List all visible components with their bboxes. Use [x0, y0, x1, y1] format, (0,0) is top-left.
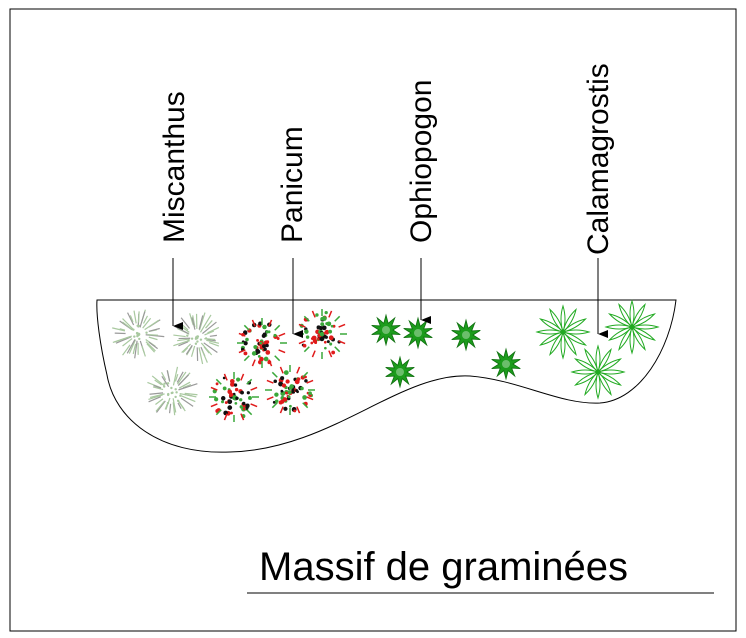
ophiopogon-plant — [403, 316, 433, 350]
drawing-frame — [9, 8, 737, 632]
drawing-title: Massif de graminées — [259, 545, 628, 589]
panicum-plant — [237, 318, 287, 368]
miscanthus-group — [112, 309, 220, 416]
ophiopogon-plant — [385, 355, 415, 389]
label-panicum: Panicum — [276, 126, 309, 243]
ophiopogon-plant — [491, 347, 521, 381]
panicum-group — [209, 309, 347, 422]
label-calamagrostis: Calamagrostis — [582, 63, 615, 255]
ophiopogon-group — [371, 313, 521, 389]
miscanthus-plant — [147, 366, 198, 416]
panicum-plant — [265, 365, 315, 415]
calamagrostis-plant — [535, 304, 591, 360]
calamagrostis-plant — [570, 344, 626, 400]
panicum-plant — [297, 309, 347, 359]
ophiopogon-plant — [451, 318, 481, 352]
miscanthus-plant — [112, 309, 165, 359]
label-ophiopogon: Ophiopogon — [405, 80, 438, 243]
panicum-plant — [209, 372, 259, 422]
calamagrostis-group — [535, 299, 660, 400]
bed-outline — [96, 299, 677, 453]
calamagrostis-plant — [604, 299, 660, 355]
label-miscanthus: Miscanthus — [158, 91, 191, 243]
ophiopogon-plant — [371, 313, 401, 347]
miscanthus-plant — [173, 312, 220, 365]
